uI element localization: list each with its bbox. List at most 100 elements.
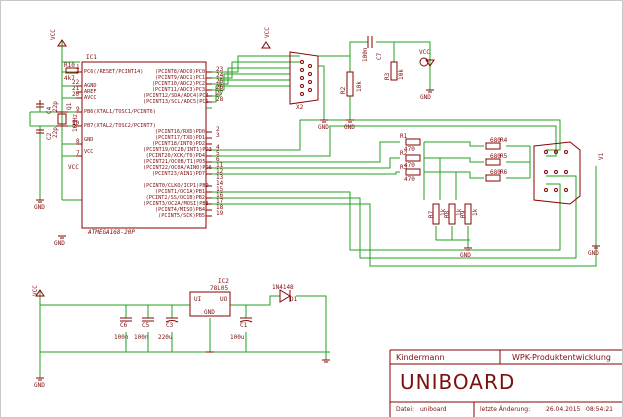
changed-time: 08:54:21 (586, 406, 613, 413)
ic1-ref: IC1 (86, 54, 97, 61)
c6-value: 100n (114, 334, 129, 341)
pin-number: 4 (216, 144, 220, 151)
vcc-label: VCC (264, 27, 271, 38)
pin-number: 15 (216, 186, 224, 193)
r4-ref: R4 (500, 137, 508, 144)
gnd-label: GND (54, 240, 65, 247)
c5-value: 100n (134, 334, 149, 341)
r3b-ref: R3 (400, 164, 408, 171)
changed-label: letzte Änderung: (480, 406, 531, 413)
pin-number: 9 (76, 106, 80, 113)
pin-number: 17 (216, 198, 224, 205)
ic1-left-pins: PC6(/RESET/PCINT14) AGND AREF AVCC PB6(X… (84, 69, 156, 155)
pin-number: 1 (76, 64, 80, 71)
r5-ref: R5 (500, 153, 508, 160)
r6-ref: R6 (500, 169, 508, 176)
pin-number: 6 (216, 156, 220, 163)
r3-ref: R3 (384, 72, 391, 80)
vcc-label: VCC (50, 29, 57, 40)
title-block (389, 349, 622, 417)
ic2-out: UO (220, 296, 228, 303)
c7-value: 100n (362, 47, 369, 62)
c7-ref: C7 (376, 52, 383, 60)
c6-ref: C6 (120, 322, 128, 329)
file-value: uniboard (420, 406, 447, 413)
c1-ref: C1 (240, 322, 248, 329)
pin-number: 28 (216, 96, 224, 103)
pin-number: 11 (216, 162, 224, 169)
ic2-ref: IC2 (218, 278, 229, 285)
x2-ref: X2 (296, 104, 304, 111)
r10-value: 4k7 (64, 75, 75, 82)
parts (36, 36, 581, 323)
r10-ref: R10 (64, 62, 75, 69)
pin-number: 5 (216, 150, 220, 157)
r2-value: 10k (356, 81, 363, 92)
c3-ref: C3 (166, 322, 174, 329)
c1-value: 100u (230, 334, 245, 341)
gnd-label: GND (34, 204, 45, 211)
gnd-label: GND (318, 124, 329, 131)
c2-value: 22p (52, 127, 59, 138)
ic1-part: ATMEGA168-20P (88, 229, 135, 236)
r5-value: 680 (490, 153, 501, 160)
title-company: WPK-Produktentwicklung (512, 353, 612, 362)
vcc-label: VCC (419, 49, 430, 56)
r7-ref: R7 (428, 210, 435, 218)
gnd-label: GND (588, 250, 599, 257)
pin-number: 23 (216, 66, 224, 73)
d1-ref: D1 (290, 296, 298, 303)
v1-ref: V1 (598, 152, 605, 160)
ic2-in: UI (194, 296, 202, 303)
r2b-value: 470 (404, 162, 415, 169)
pin-number: 26 (216, 84, 224, 91)
ic1-right-pins-mid: (PCINT16/RXD)PD0 (PCINT17/TXD)PD1 (PCINT… (143, 129, 212, 177)
pin-number: 19 (216, 210, 224, 217)
gnd-label: GND (34, 382, 45, 389)
r9-value: 1k (472, 208, 479, 216)
ic2-gnd: GND (204, 309, 215, 316)
pin-number: 2 (216, 126, 220, 133)
pin-number: 25 (216, 78, 224, 85)
q1-value: 16MHz (72, 113, 79, 132)
r8-ref: R8 (444, 210, 451, 218)
ic1-right-pins-top: (PCINT8/ADC0)PC0 (PCINT9/ADC1)PC1 (PCINT… (143, 69, 209, 105)
pin-number: 27 (216, 90, 224, 97)
pin-number: 10 (72, 120, 80, 127)
vcc-label: VCC (68, 164, 79, 171)
r9-ref: R9 (460, 210, 467, 218)
r2-ref: R2 (340, 86, 347, 94)
r6-value: 680 (490, 169, 501, 176)
r1-value: 470 (404, 146, 415, 153)
pin-number: 7 (76, 150, 80, 157)
ic2-body (189, 291, 231, 317)
title-author: Kindermann (396, 353, 445, 362)
pin-number: 18 (216, 204, 224, 211)
q1-ref: Q1 (66, 102, 73, 110)
ic1-body (81, 61, 207, 229)
r1-ref: R1 (400, 133, 408, 140)
changed-date: 26.04.2015 (546, 406, 581, 413)
ic1-right-pins-bot: (PCINT0/CLKO/ICP1)PB0 (PCINT1/OC1A)PB1 (… (143, 183, 209, 219)
c3-value: 220u (158, 334, 173, 341)
r3b-value: 470 (404, 176, 415, 183)
pin-number: 20 (72, 91, 80, 98)
ic2-part: 78L05 (210, 285, 229, 292)
supply-symbols (35, 39, 600, 381)
pin-number: 8 (76, 138, 80, 145)
file-label: Datei: (396, 406, 415, 413)
pin-number: 22 (72, 79, 80, 86)
d1-part: 1N4148 (272, 284, 294, 291)
pin-number: 14 (216, 180, 224, 187)
title-name: UNIBOARD (400, 370, 516, 394)
gnd-label: GND (420, 94, 431, 101)
c4-value: 22p (52, 101, 59, 112)
c5-ref: C5 (142, 322, 150, 329)
r3-value: 10k (398, 69, 405, 80)
pin-number: 21 (72, 85, 80, 92)
vcc-label: VCC (32, 285, 39, 296)
r4-value: 680 (490, 137, 501, 144)
pin-number: 13 (216, 174, 224, 181)
pin-number: 16 (216, 192, 224, 199)
